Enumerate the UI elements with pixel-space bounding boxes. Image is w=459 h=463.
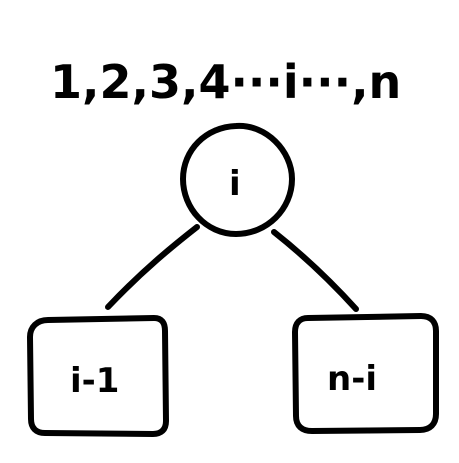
sequence-label: 1,2,3,4···i···,n	[50, 55, 401, 109]
root-node-circle	[180, 122, 295, 237]
root-node-label: i	[229, 164, 241, 204]
right-child-label: n-i	[327, 359, 377, 399]
left-child-label: i-1	[70, 361, 119, 401]
right-child-box	[292, 313, 439, 434]
left-edge-line	[105, 224, 200, 310]
right-edge-line	[271, 229, 359, 312]
left-child-box	[27, 315, 169, 437]
